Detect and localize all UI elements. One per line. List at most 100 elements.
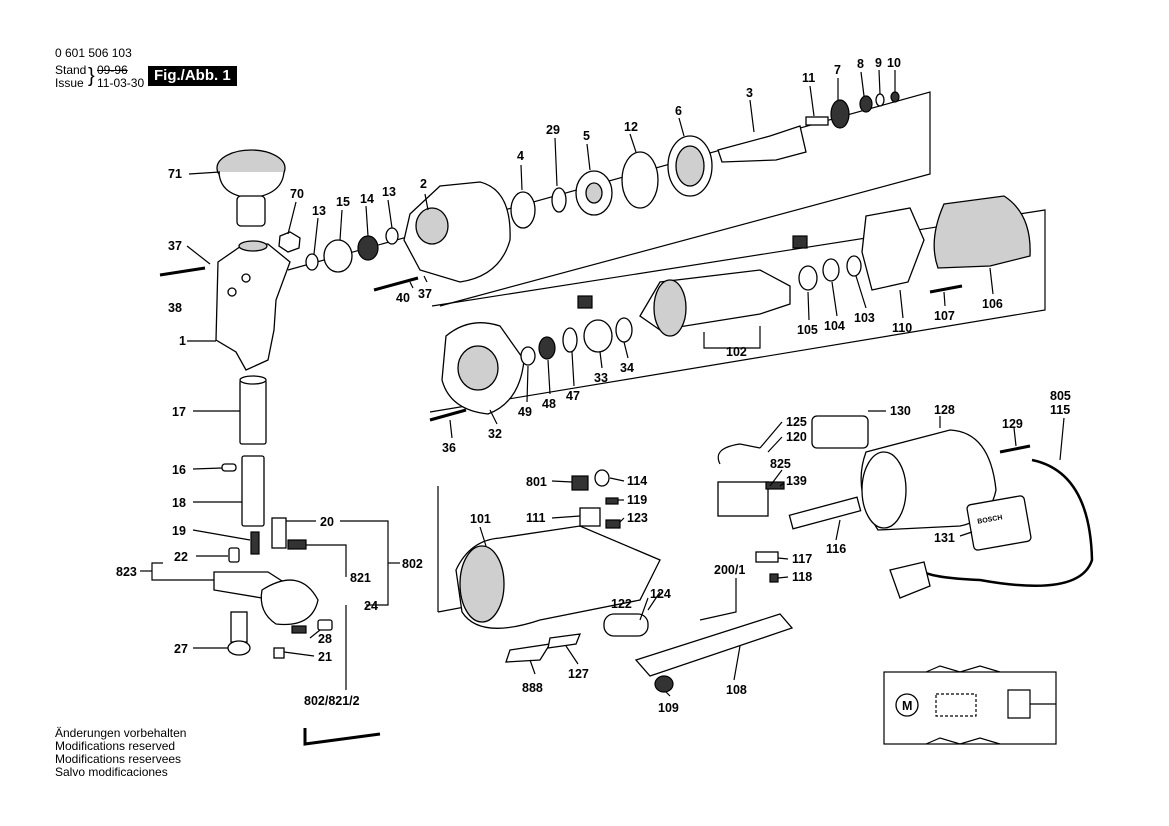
label-70: 70 xyxy=(290,187,304,201)
label-19: 19 xyxy=(172,524,186,538)
cutting-head-parts xyxy=(213,149,381,746)
spring-part-114 xyxy=(594,469,610,487)
pin-part-22 xyxy=(228,547,240,563)
label-801: 801 xyxy=(526,475,547,489)
label-22: 22 xyxy=(174,550,188,564)
power-cord-part-115 xyxy=(919,458,1094,588)
label-117: 117 xyxy=(792,552,812,566)
label-105: 105 xyxy=(797,323,818,337)
washer-part-49 xyxy=(520,346,536,366)
label-129: 129 xyxy=(1002,417,1023,431)
label-131: 131 xyxy=(934,531,955,545)
head-housing-part-1 xyxy=(215,243,291,371)
hex-key-part xyxy=(303,728,381,746)
issue-date: 11-03-30 xyxy=(97,76,145,90)
label-48: 48 xyxy=(542,397,556,411)
notes-block: Änderungen vorbehalten Modifications res… xyxy=(55,727,186,779)
screw-part-139 xyxy=(765,481,785,490)
lever-part-108 xyxy=(634,613,794,677)
note-fr: Modifications reservees xyxy=(55,752,182,766)
label-12: 12 xyxy=(624,120,638,134)
label-101: 101 xyxy=(470,512,491,526)
label-128: 128 xyxy=(934,403,955,417)
clamp-part-117 xyxy=(755,551,779,563)
nut-part-28 xyxy=(317,619,333,631)
label-119: 119 xyxy=(627,493,647,507)
label-825: 825 xyxy=(770,457,791,471)
label-802: 802 xyxy=(402,557,423,571)
screw-part-21 xyxy=(291,625,307,634)
bearing-part-4 xyxy=(510,191,536,229)
label-5: 5 xyxy=(583,129,590,143)
housing-section-parts: BOSCH xyxy=(455,415,1094,693)
ring-part-12 xyxy=(621,151,659,209)
label-123: 123 xyxy=(627,511,648,525)
label-111: 111 xyxy=(526,511,546,525)
ring-part-29 xyxy=(551,187,567,213)
screw-part-129 xyxy=(999,444,1031,454)
label-103: 103 xyxy=(854,311,875,325)
label-823: 823 xyxy=(116,565,137,579)
label-part-130 xyxy=(811,415,869,449)
cable-part-122 xyxy=(603,613,649,637)
label-122: 122 xyxy=(611,597,632,611)
label-120: 120 xyxy=(786,430,807,444)
label-49: 49 xyxy=(518,405,532,419)
screw-part-107 xyxy=(929,284,963,294)
label-13b: 13 xyxy=(382,185,396,199)
label-20: 20 xyxy=(320,515,334,529)
wiring-schematic: M xyxy=(883,665,1057,745)
screw-part-118 xyxy=(769,573,779,583)
label-116: 116 xyxy=(826,542,846,556)
label-40: 40 xyxy=(396,291,410,305)
label-32: 32 xyxy=(488,427,502,441)
label-805: 805 xyxy=(1050,389,1071,403)
label-802-821-2: 802/821/2 xyxy=(304,694,360,708)
label-2: 2 xyxy=(420,177,427,191)
brush-holder-part-801 xyxy=(571,475,589,491)
chip-icon xyxy=(577,295,593,309)
label-139: 139 xyxy=(786,474,807,488)
label-8: 8 xyxy=(857,57,864,71)
gear-part-7 xyxy=(830,99,850,129)
label-107: 107 xyxy=(934,309,955,323)
label-24: 24 xyxy=(364,599,378,613)
document-number: 0 601 506 103 xyxy=(55,46,132,60)
label-125: 125 xyxy=(786,415,807,429)
cable-sleeve-part-116 xyxy=(788,496,862,530)
label-118: 118 xyxy=(792,570,812,584)
note-es: Salvo modificaciones xyxy=(55,765,168,779)
ring-part-13 xyxy=(305,253,319,271)
bearing-part-105 xyxy=(798,265,818,291)
screw-part-40 xyxy=(373,276,419,292)
washer-part-104 xyxy=(822,258,840,282)
field-part-106 xyxy=(933,195,1031,269)
shaft-part-3 xyxy=(717,125,807,163)
label-108: 108 xyxy=(726,683,747,697)
plug-part xyxy=(889,561,931,599)
label-14: 14 xyxy=(360,192,374,206)
label-3: 3 xyxy=(746,86,753,100)
screw-part-36 xyxy=(429,408,467,422)
group-outlines xyxy=(287,91,1046,613)
motor-group-outline xyxy=(429,209,1046,413)
knob-part-109 xyxy=(654,675,674,693)
label-13a: 13 xyxy=(312,204,326,218)
label-27: 27 xyxy=(174,642,188,656)
label-1: 1 xyxy=(179,334,186,348)
stand-label: Stand xyxy=(55,63,87,77)
issue-label: Issue xyxy=(55,76,84,90)
old-date: 09-96 xyxy=(97,63,128,77)
label-21: 21 xyxy=(318,650,332,664)
ball-bearing-part-33 xyxy=(583,319,613,353)
label-109: 109 xyxy=(658,701,679,715)
note-de: Änderungen vorbehalten xyxy=(55,726,187,740)
screw-part-119 xyxy=(605,497,619,505)
pin-part-16 xyxy=(221,463,237,472)
plate-part-20 xyxy=(271,517,287,549)
screw-part-38 xyxy=(159,266,206,277)
label-71: 71 xyxy=(168,167,182,181)
screw-part-27 xyxy=(230,611,248,643)
label-17: 17 xyxy=(172,405,186,419)
label-38: 38 xyxy=(168,301,182,315)
